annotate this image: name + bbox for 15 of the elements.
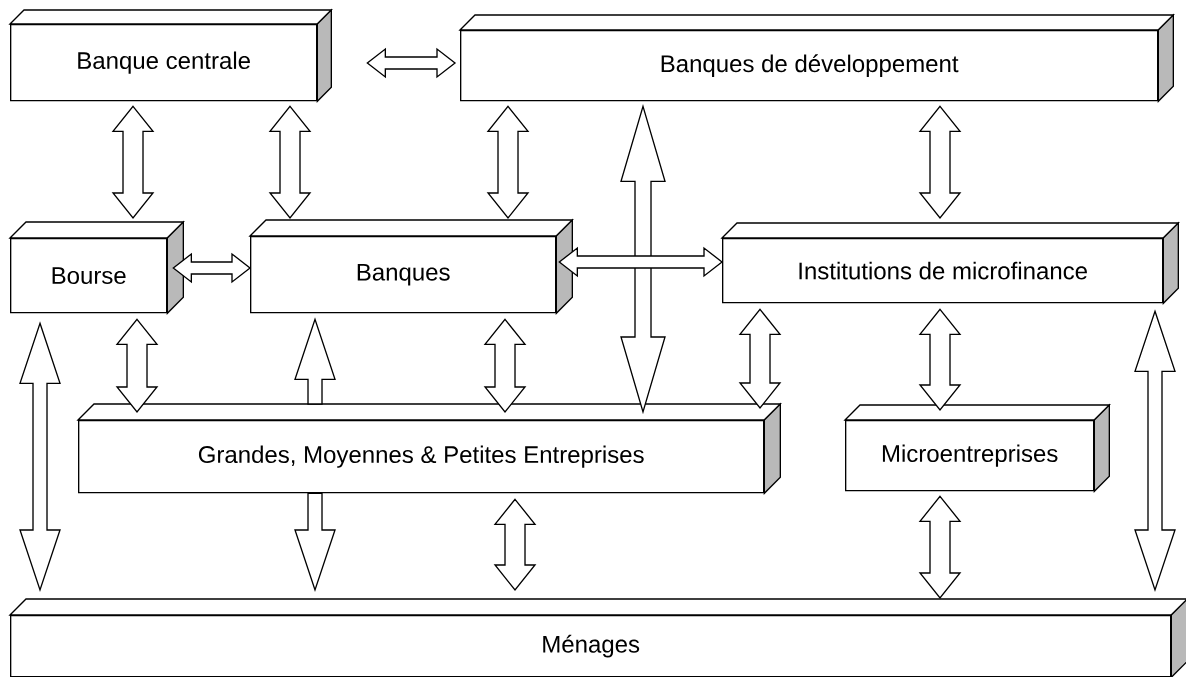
double-arrow: [918, 105, 962, 220]
double-arrow: [486, 105, 530, 220]
double-arrow: [366, 47, 457, 79]
double-arrow: [268, 105, 312, 220]
double-arrow: [738, 308, 782, 410]
double-arrow: [558, 246, 724, 278]
double-arrow: [172, 252, 252, 284]
double-arrow: [294, 492, 336, 593]
double-arrow: [918, 308, 962, 412]
double-arrow: [115, 318, 159, 414]
double-arrow: [918, 495, 962, 600]
double-arrow: [483, 318, 527, 414]
double-arrow: [493, 498, 537, 592]
double-arrow: [111, 105, 155, 220]
double-arrow: [294, 317, 336, 405]
